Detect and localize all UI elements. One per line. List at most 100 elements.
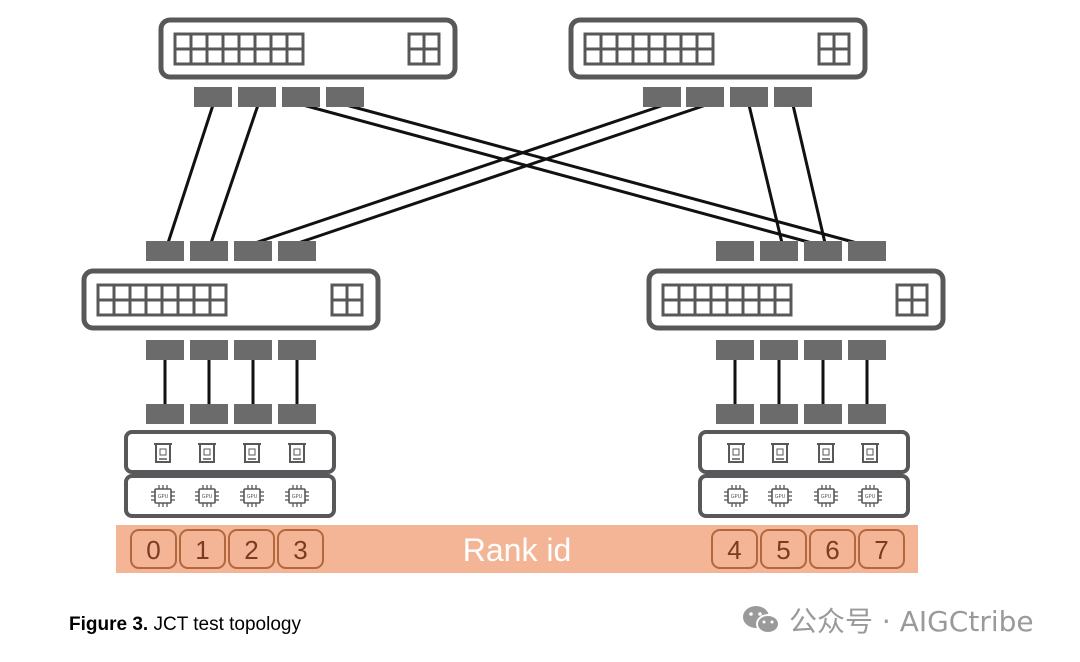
nic-card-icon xyxy=(727,443,745,463)
rank-number: 7 xyxy=(874,535,888,565)
leaf-downlink-port xyxy=(190,340,228,360)
leaf-uplink-port xyxy=(190,241,228,261)
rank-box xyxy=(809,529,856,569)
spine-port xyxy=(194,87,232,107)
nic-card-icon xyxy=(154,443,172,463)
rank-box xyxy=(711,529,758,569)
spine-port xyxy=(643,87,681,107)
gpu-chip-label: GPU xyxy=(865,494,876,500)
rank-number: 5 xyxy=(776,535,790,565)
gpu-chip-label: GPU xyxy=(202,494,213,500)
leaf-downlink-port xyxy=(848,340,886,360)
leaf-switch xyxy=(646,268,946,331)
rank-number: 2 xyxy=(244,535,258,565)
nic-port xyxy=(146,404,184,424)
gpu-chip-icon: GPU xyxy=(858,485,882,507)
gpu-chip-icon: GPU xyxy=(814,485,838,507)
nic-port xyxy=(190,404,228,424)
rank-id-label: Rank id xyxy=(463,532,572,568)
rank-number: 3 xyxy=(293,535,307,565)
caption-text: JCT test topology xyxy=(153,614,301,635)
gpu-chip-label: GPU xyxy=(731,494,742,500)
nic-card-icon xyxy=(198,443,216,463)
nic-port xyxy=(804,404,842,424)
spine-port xyxy=(238,87,276,107)
gpu-chip-icon: GPU xyxy=(151,485,175,507)
gpu-chip-icon: GPU xyxy=(285,485,309,507)
server-nic-tray xyxy=(698,430,910,474)
nic-card-icon xyxy=(771,443,789,463)
rank-number: 6 xyxy=(825,535,839,565)
uplink-cable xyxy=(302,103,813,245)
watermark: 公众号 · AIGCtribe xyxy=(741,602,1034,638)
leaf-uplink-port xyxy=(146,241,184,261)
port-grid xyxy=(583,32,715,66)
uplink-cable xyxy=(166,104,215,244)
port-grid xyxy=(661,283,793,317)
server-gpu-tray xyxy=(698,474,910,518)
uplink-module xyxy=(895,283,929,317)
port-grid xyxy=(173,32,305,66)
uplink-cable xyxy=(345,103,858,245)
rank-box xyxy=(760,529,807,569)
nic-port xyxy=(234,404,272,424)
gpu-chip-label: GPU xyxy=(292,494,303,500)
server-gpu-tray xyxy=(124,474,336,518)
leaf-uplink-port xyxy=(848,241,886,261)
leaf-switch xyxy=(81,268,381,331)
gpu-chip-label: GPU xyxy=(158,494,169,500)
nic-port xyxy=(278,404,316,424)
leaf-downlink-port xyxy=(146,340,184,360)
uplink-module xyxy=(407,32,441,66)
spine-port xyxy=(282,87,320,107)
nic-card-icon xyxy=(817,443,835,463)
nic-card-icon xyxy=(243,443,261,463)
leaf-downlink-port xyxy=(716,340,754,360)
uplink-module xyxy=(330,283,364,317)
nic-card-icon xyxy=(861,443,879,463)
leaf-uplink-port xyxy=(234,241,272,261)
spine-switch xyxy=(568,17,868,80)
leaf-downlink-port xyxy=(278,340,316,360)
leaf-uplink-port xyxy=(760,241,798,261)
gpu-chip-label: GPU xyxy=(821,494,832,500)
leaf-downlink-port xyxy=(234,340,272,360)
spine-port xyxy=(774,87,812,107)
leaf-downlink-port xyxy=(760,340,798,360)
nic-port xyxy=(848,404,886,424)
caption-figure-label: Figure 3. xyxy=(69,614,149,635)
gpu-chip-icon: GPU xyxy=(724,485,748,507)
rank-number: 0 xyxy=(146,535,160,565)
uplink-cable xyxy=(791,104,827,244)
leaf-uplink-port xyxy=(716,241,754,261)
spine-port xyxy=(326,87,364,107)
uplink-cable xyxy=(747,104,784,244)
nic-card-icon xyxy=(288,443,306,463)
rank-box xyxy=(179,529,226,569)
gpu-chip-icon: GPU xyxy=(240,485,264,507)
leaf-uplink-port xyxy=(278,241,316,261)
figure-caption: Figure 3. JCT test topology xyxy=(69,614,301,636)
server-nic-tray xyxy=(124,430,336,474)
rank-box xyxy=(228,529,275,569)
watermark-text: 公众号 · AIGCtribe xyxy=(789,605,1034,638)
rank-number: 1 xyxy=(195,535,209,565)
gpu-chip-label: GPU xyxy=(247,494,258,500)
gpu-chip-icon: GPU xyxy=(768,485,792,507)
uplink-cable xyxy=(209,104,260,244)
leaf-uplink-port xyxy=(804,241,842,261)
leaf-downlink-port xyxy=(804,340,842,360)
uplink-cable xyxy=(297,103,707,245)
rank-box xyxy=(130,529,177,569)
uplink-cable xyxy=(254,103,665,245)
port-grid xyxy=(96,283,228,317)
uplink-module xyxy=(817,32,851,66)
rank-box xyxy=(277,529,324,569)
spine-switch xyxy=(158,17,458,80)
spine-port xyxy=(686,87,724,107)
spine-port xyxy=(730,87,768,107)
rank-box xyxy=(858,529,905,569)
wechat-icon xyxy=(743,606,780,634)
